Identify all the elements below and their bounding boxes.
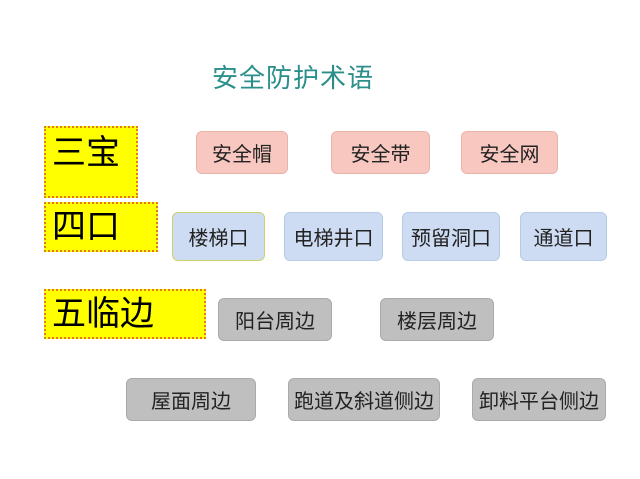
item-safety-helmet: 安全帽 [196, 131, 288, 174]
item-passage-opening: 通道口 [520, 212, 607, 261]
item-reserved-hole: 预留洞口 [402, 212, 500, 261]
item-roof-edge: 屋面周边 [126, 378, 256, 421]
page-title: 安全防护术语 [212, 64, 375, 94]
item-floor-edge: 楼层周边 [380, 298, 494, 341]
item-balcony-edge: 阳台周边 [218, 298, 332, 341]
item-safety-belt: 安全带 [331, 131, 430, 174]
item-elevator-shaft: 电梯井口 [284, 212, 383, 261]
category-wulinbian: 五临边 [44, 289, 206, 339]
item-ramp-side-edge: 跑道及斜道侧边 [288, 378, 440, 421]
item-safety-net: 安全网 [461, 131, 558, 174]
item-stair-opening: 楼梯口 [172, 212, 265, 261]
category-sikou: 四口 [44, 202, 158, 252]
category-sanbao: 三宝 [44, 126, 138, 198]
item-unloading-platform-edge: 卸料平台侧边 [472, 378, 606, 421]
